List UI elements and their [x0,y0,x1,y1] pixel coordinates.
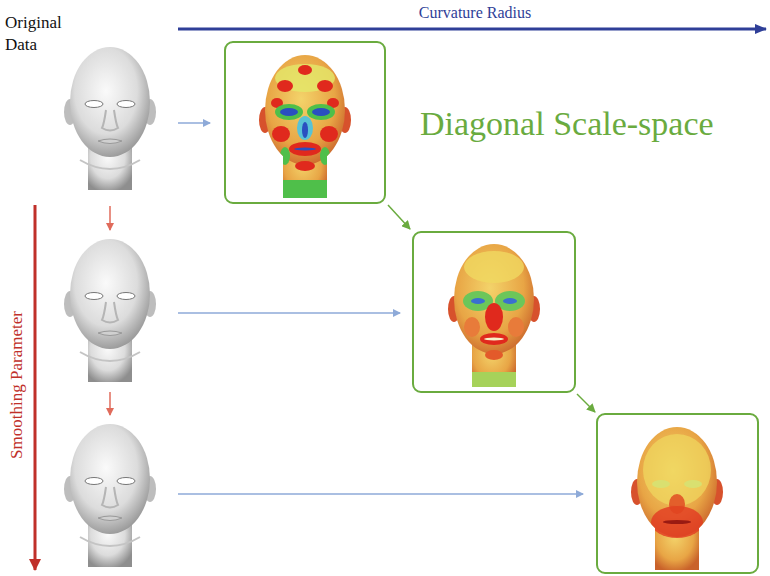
result-frame [597,414,758,573]
axis-title: Smoothing Parameter [7,311,27,459]
step-arrow [178,122,210,124]
curvature-map [259,55,351,198]
step-arrow [109,392,111,415]
axis-title: Original Data [5,12,77,56]
step-arrow [109,206,111,230]
axis-title: Curvature Radius [419,3,531,22]
axis-arrow [34,205,37,570]
step-arrow [388,205,410,229]
head-render [64,424,156,567]
step-arrow [178,312,400,314]
step-arrow [178,493,583,495]
head-render [64,239,156,382]
figure-title: Diagonal Scale-space [420,103,714,144]
curvature-map [448,244,540,387]
result-frame [413,232,575,392]
step-arrow [577,394,595,412]
result-frame [225,42,385,203]
head-render [64,47,156,190]
curvature-map [631,427,723,570]
axis-arrow [178,28,766,31]
